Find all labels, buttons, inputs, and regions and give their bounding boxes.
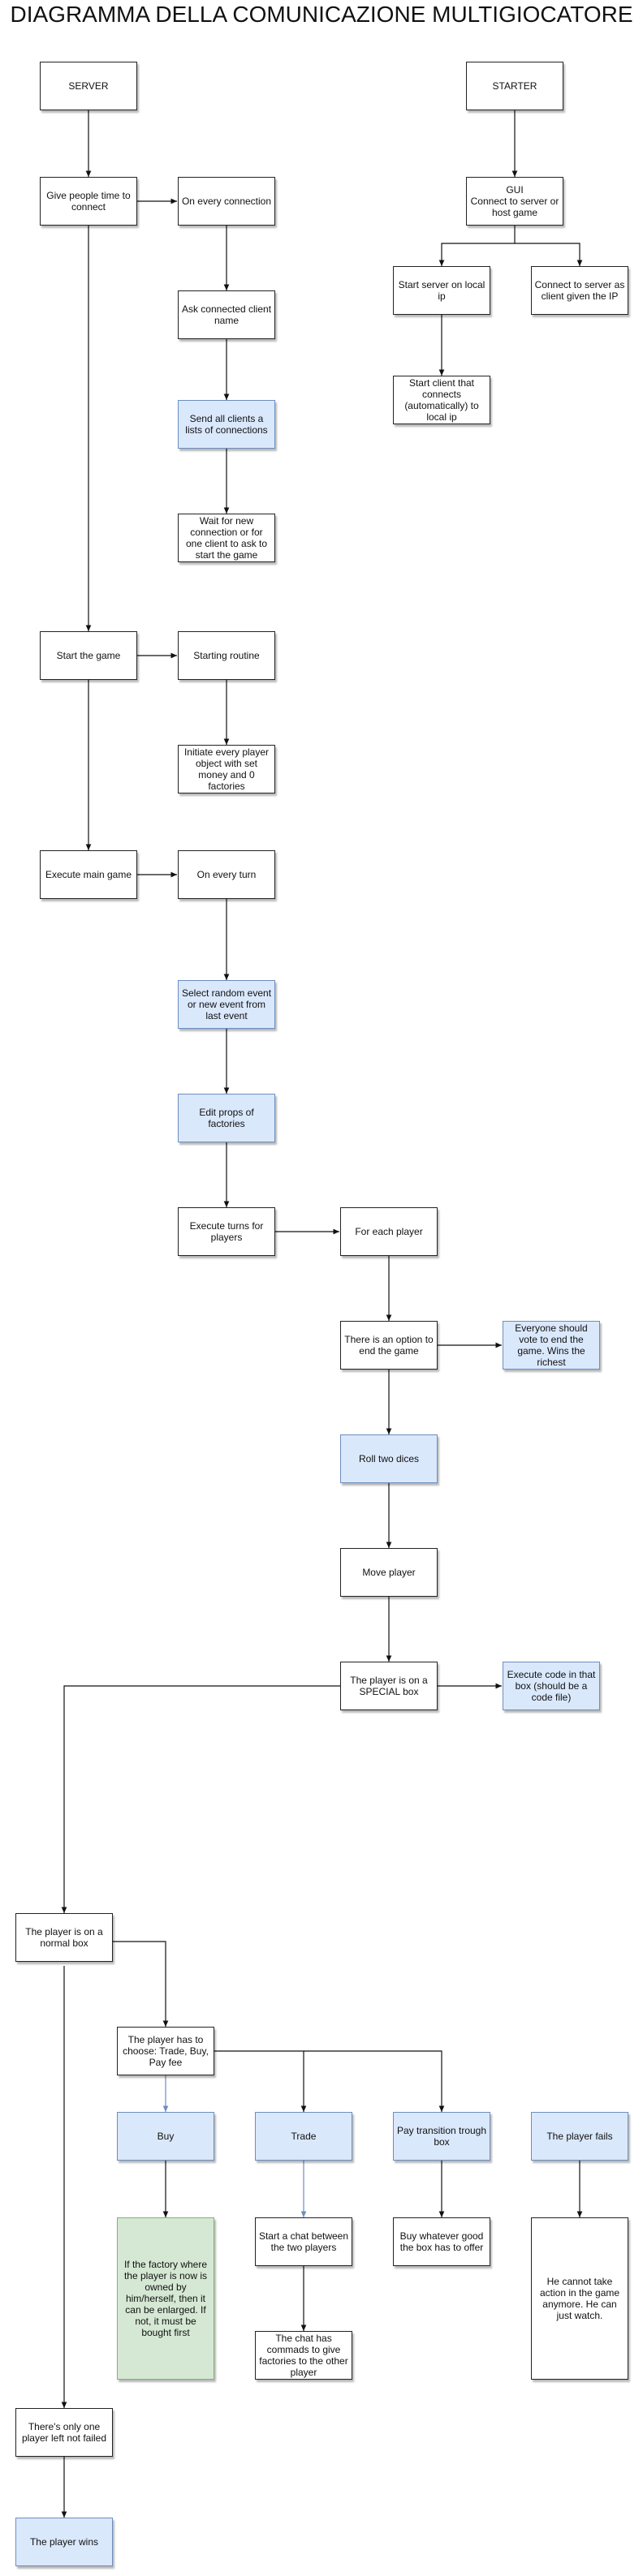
node-cannot-take-action: He cannot take action in the game anymor… xyxy=(531,2217,628,2380)
node-on-every-connection: On every connection xyxy=(178,177,275,226)
node-normal-box: The player is on a normal box xyxy=(15,1913,113,1962)
edge-gui-to-connect-client xyxy=(515,243,583,266)
node-gui: GUI Connect to server or host game xyxy=(466,177,563,226)
node-wait-connection: Wait for new connection or for one clien… xyxy=(178,514,275,562)
node-for-each-player: For each player xyxy=(340,1207,438,1256)
edge-special-to-normal xyxy=(61,1685,340,1913)
edge-choose-to-pay xyxy=(304,2050,445,2112)
node-select-event: Select random event or new event from la… xyxy=(178,980,275,1029)
node-move-player: Move player xyxy=(340,1548,438,1597)
node-has-to-choose: The player has to choose: Trade, Buy, Pa… xyxy=(117,2027,214,2075)
node-special-box: The player is on a SPECIAL box xyxy=(340,1662,438,1710)
node-edit-props: Edit props of factories xyxy=(178,1094,275,1142)
node-connect-as-client: Connect to server as client given the IP xyxy=(531,266,628,315)
node-starter: STARTER xyxy=(466,62,563,110)
node-execute-code-box: Execute code in that box (should be a co… xyxy=(503,1662,600,1710)
node-start-game: Start the game xyxy=(40,631,137,680)
node-one-player-left: There's only one player left not failed xyxy=(15,2408,113,2457)
node-player-wins: The player wins xyxy=(15,2518,113,2566)
edge-gui-to-start-server xyxy=(438,226,516,266)
node-starting-routine: Starting routine xyxy=(178,631,275,680)
node-give-time: Give people time to connect xyxy=(40,177,137,226)
node-execute-main-game: Execute main game xyxy=(40,850,137,899)
node-roll-dices: Roll two dices xyxy=(340,1434,438,1483)
node-everyone-vote: Everyone should vote to end the game. Wi… xyxy=(503,1321,600,1370)
node-option-end: There is an option to end the game xyxy=(340,1321,438,1370)
node-server: SERVER xyxy=(40,62,137,110)
node-trade: Trade xyxy=(255,2112,352,2161)
diagram-title: DIAGRAMMA DELLA COMUNICAZIONE MULTIGIOCA… xyxy=(10,2,633,27)
node-pay-transition: Pay transition trough box xyxy=(393,2112,490,2161)
node-buy: Buy xyxy=(117,2112,214,2161)
node-initiate-player: Initiate every player object with set mo… xyxy=(178,745,275,793)
edge-choose-to-trade xyxy=(214,2050,307,2112)
node-player-fails: The player fails xyxy=(531,2112,628,2161)
node-ask-client-name: Ask connected client name xyxy=(178,290,275,339)
node-factory-owned: If the factory where the player is now i… xyxy=(117,2217,214,2380)
node-start-server-local: Start server on local ip xyxy=(393,266,490,315)
node-chat-commands: The chat has commads to give factories t… xyxy=(255,2331,352,2380)
node-start-client-local: Start client that connects (automaticall… xyxy=(393,376,490,424)
edge-normal-to-choose xyxy=(113,1941,169,2027)
node-send-connections: Send all clients a lists of connections xyxy=(178,400,275,449)
node-buy-whatever: Buy whatever good the box has to offer xyxy=(393,2217,490,2266)
node-on-every-turn: On every turn xyxy=(178,850,275,899)
node-start-chat: Start a chat between the two players xyxy=(255,2217,352,2266)
node-execute-turns: Execute turns for players xyxy=(178,1207,275,1256)
